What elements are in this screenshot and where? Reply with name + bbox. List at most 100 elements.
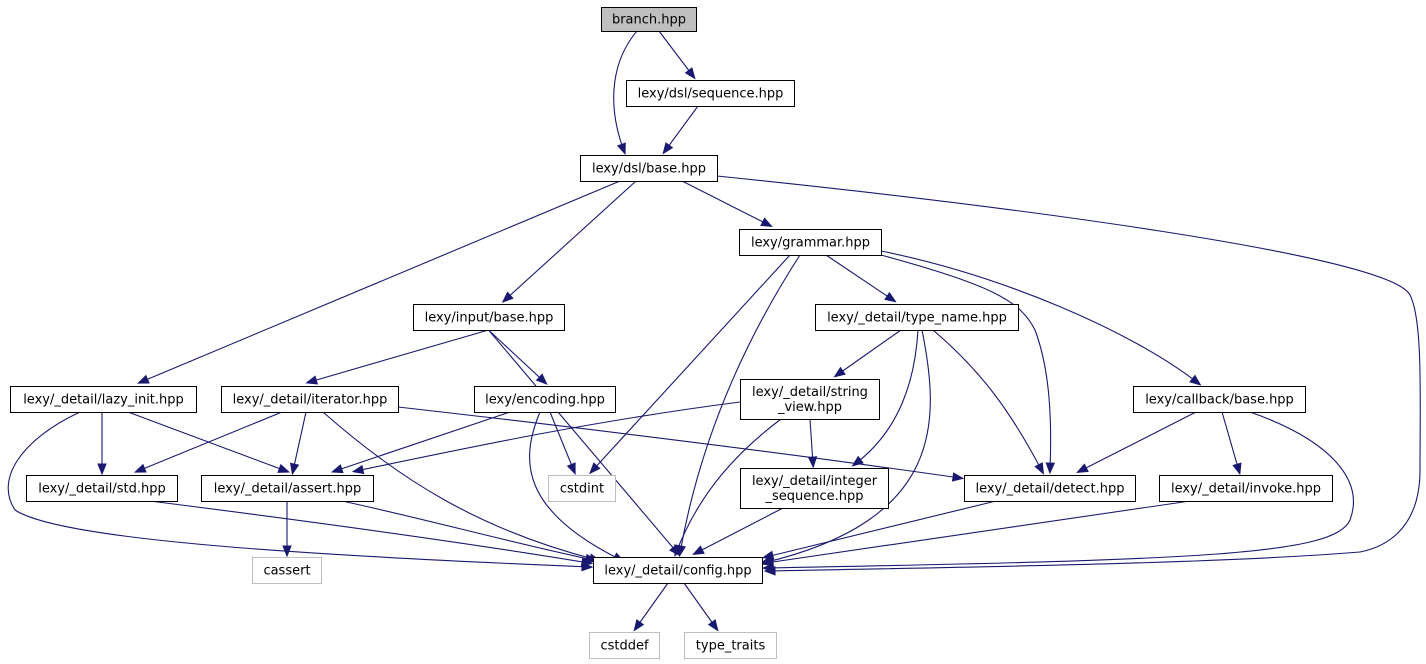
arrowhead-icon [951,472,965,482]
node-iterator[interactable]: lexy/_detail/iterator.hpp [221,386,399,413]
edge-line [1221,411,1240,472]
node-sequence[interactable]: lexy/dsl/sequence.hpp [626,80,795,107]
node-label: type_traits [696,639,766,654]
node-label: lexy/_detail/integer [752,474,878,489]
arrowhead-icon [1076,463,1089,473]
arrowhead-icon [97,463,107,476]
arrowhead-icon [833,366,846,378]
edge-iterator-to-assert [289,411,307,476]
arrowhead-icon [761,563,774,573]
node-box [413,304,565,331]
edge-line [7,411,590,568]
edge-line [854,329,919,465]
arrowhead-icon [674,544,684,558]
node-grammar[interactable]: lexy/grammar.hpp [739,229,882,256]
arrowhead-icon [351,464,365,475]
arrowhead-icon [616,142,626,156]
edge-dslbase-to-grammar [681,180,773,227]
arrowhead-icon [589,462,601,475]
edge-stringview-to-assert [351,401,741,475]
edge-line [149,500,590,564]
edge-line [549,411,575,472]
node-label: lexy/_detail/lazy_init.hpp [23,393,184,408]
edge-intseq-to-config [692,507,784,555]
edge-config-to-typetraits [683,582,719,632]
arrowhead-icon [289,462,300,476]
arrowhead-icon [133,463,147,473]
node-label: lexy/dsl/base.hpp [592,162,706,177]
node-box [739,229,882,256]
arrowhead-icon [707,619,719,632]
node-box [626,80,795,107]
edge-typename-to-detect [932,329,1045,475]
edge-line [529,411,622,561]
edge-line [488,329,678,554]
edge-line [880,254,1052,471]
arrowhead-icon [535,373,548,385]
arrowhead-icon [136,374,150,384]
edge-inputbase-to-config [488,329,681,557]
edge-sequence-to-dslbase [662,105,699,155]
edge-typename-to-stringview [833,329,902,378]
node-typetraits: type_traits [684,632,777,659]
arrowhead-icon [282,545,292,558]
arrowhead-icon [692,545,705,555]
node-lazyinit[interactable]: lexy/_detail/lazy_init.hpp [10,386,197,413]
node-callbackbase[interactable]: lexy/callback/base.hpp [1133,386,1306,413]
arrowhead-icon [1232,462,1242,476]
node-box [252,557,322,584]
edge-grammar-to-detect [880,254,1056,475]
edge-line [695,507,784,554]
node-label: _view.hpp [777,400,842,415]
node-encoding[interactable]: lexy/encoding.hpp [474,386,616,413]
edge-typename-to-config [758,329,931,566]
edge-line [765,500,1191,564]
node-label: lexy/_detail/config.hpp [604,564,751,579]
node-assert[interactable]: lexy/_detail/assert.hpp [201,475,374,502]
edge-callbackbase-to-invoke [1221,411,1242,476]
node-std[interactable]: lexy/_detail/std.hpp [26,475,178,502]
edge-line [658,30,694,77]
edge-branch-to-dslbase [613,30,638,156]
arrowhead-icon [633,619,645,632]
node-label: lexy/callback/base.hpp [1145,393,1294,408]
arrowhead-icon [1045,462,1056,475]
edge-iterator-to-detect [397,406,965,482]
arrowhead-icon [761,557,775,567]
node-inputbase[interactable]: lexy/input/base.hpp [413,304,565,331]
edge-line [683,582,717,629]
node-box [221,386,399,413]
edge-detect-to-config [761,500,997,560]
node-box [684,632,777,659]
node-typename[interactable]: lexy/_detail/type_name.hpp [815,304,1019,331]
arrowhead-icon [566,462,576,476]
node-label: lexy/_detail/iterator.hpp [233,393,388,408]
node-label: cstdint [560,482,604,497]
node-dslbase[interactable]: lexy/dsl/base.hpp [580,155,718,182]
node-stringview[interactable]: lexy/_detail/string_view.hpp [740,379,880,420]
edge-grammar-to-callbackbase [880,250,1202,386]
node-box [964,475,1136,502]
arrowhead-icon [760,217,773,227]
arrowhead-icon [330,464,344,474]
edge-line [664,105,699,152]
node-label: lexy/grammar.hpp [751,236,870,251]
edge-line [809,418,814,465]
edge-line [355,401,741,472]
node-detect[interactable]: lexy/_detail/detect.hpp [964,475,1136,502]
edge-branch-to-sequence [658,30,696,80]
node-label: lexy/_detail/assert.hpp [214,482,361,497]
node-label: cstddef [600,639,649,654]
edge-line [309,329,489,383]
node-intseq[interactable]: lexy/_detail/integer_sequence.hpp [740,468,889,509]
arrowhead-icon [807,456,818,469]
edge-line [127,411,287,472]
node-invoke[interactable]: lexy/_detail/invoke.hpp [1159,475,1333,502]
edge-line [322,411,598,561]
edge-line [836,329,902,376]
node-label: cassert [263,564,310,579]
node-label: lexy/dsl/sequence.hpp [638,87,784,102]
node-config[interactable]: lexy/_detail/config.hpp [593,557,763,584]
edge-dslbase-to-lazyinit [136,180,621,384]
node-box [815,304,1019,331]
